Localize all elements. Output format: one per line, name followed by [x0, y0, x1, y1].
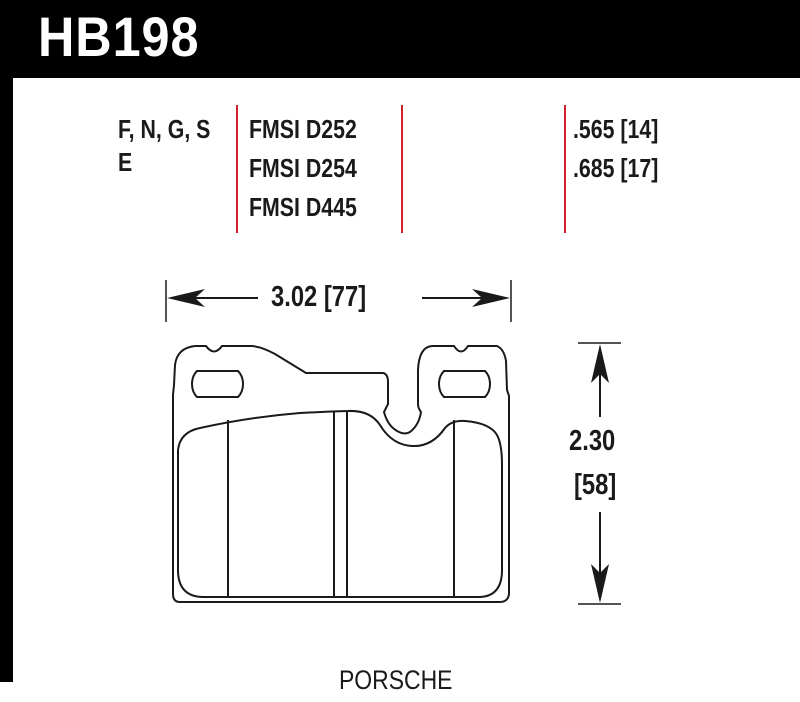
thickness-2: .685 [17] — [573, 153, 659, 183]
header-band — [0, 0, 800, 78]
red-divider-3 — [564, 105, 566, 233]
fmsi-code-2: FMSI D254 — [249, 153, 357, 183]
height-dimension-mm: [58] — [574, 469, 617, 501]
width-dimension-label: 3.02 [77] — [271, 281, 367, 313]
vehicle-application-label: PORSCHE — [339, 665, 453, 695]
width-dimension — [165, 280, 512, 322]
red-divider-1 — [236, 105, 238, 233]
fmsi-code-3: FMSI D445 — [249, 192, 357, 222]
part-number-title: HB198 — [38, 5, 200, 68]
left-border-bar — [0, 0, 13, 682]
height-dimension-inches: 2.30 — [569, 425, 616, 457]
arrow-down-icon — [591, 564, 609, 603]
arrow-up-icon — [591, 344, 609, 383]
fmsi-code-1: FMSI D252 — [249, 114, 357, 144]
arrow-right-icon — [472, 289, 510, 307]
arrow-left-icon — [167, 289, 205, 307]
pad-outline — [172, 345, 510, 603]
compound-codes-line2: E — [118, 147, 133, 177]
red-divider-2 — [401, 105, 403, 233]
thickness-1: .565 [14] — [573, 114, 659, 144]
compound-codes-line1: F, N, G, S — [118, 114, 211, 144]
height-dimension — [578, 342, 621, 605]
